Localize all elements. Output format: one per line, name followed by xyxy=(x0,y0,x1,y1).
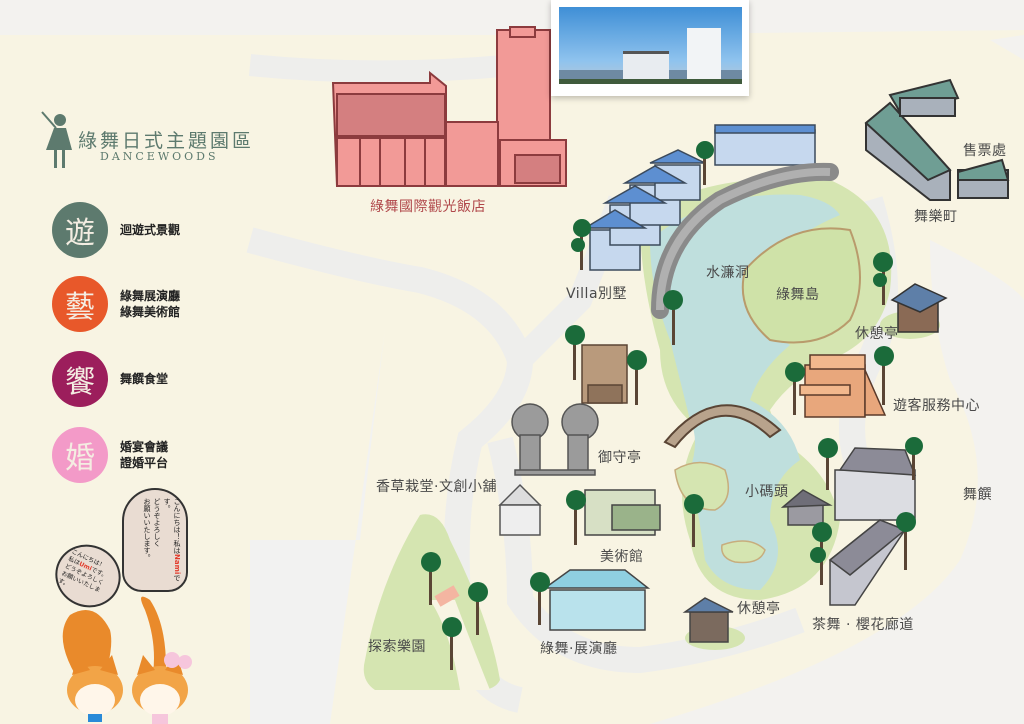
label-hotel[interactable]: 綠舞國際觀光飯店 xyxy=(370,199,486,215)
label-herb-shop[interactable]: 香草栽堂·文創小舖 xyxy=(376,479,497,495)
dining-glyph-icon: 饗 xyxy=(52,351,108,407)
art-museum-building xyxy=(584,489,661,536)
arched-bridge xyxy=(663,404,782,449)
speech-bubble-nami: こんにちは！私はNamiです。どうぞよろしくお願いいたします。 xyxy=(122,488,188,592)
label-restaurant[interactable]: 舞饌 xyxy=(963,487,992,503)
label-waterfall-cave[interactable]: 水濂洞 xyxy=(706,265,750,281)
wedding-glyph-icon: 婚 xyxy=(52,427,108,483)
rest-pavilion-2 xyxy=(682,597,734,643)
label-rest-pavilion-1[interactable]: 休憩亭 xyxy=(855,326,899,342)
visitor-center-building xyxy=(799,354,887,418)
hotel-photo-image xyxy=(559,7,742,84)
label-rest-pavilion-2[interactable]: 休憩亭 xyxy=(737,601,781,617)
park-logo-title: 綠舞日式主題園區 xyxy=(78,130,255,152)
legend-label: 迴遊式景觀 xyxy=(120,223,181,237)
label-pier[interactable]: 小碼頭 xyxy=(745,484,789,500)
label-dance-town[interactable]: 舞樂町 xyxy=(914,209,958,225)
dancer-silhouette-icon xyxy=(41,111,72,168)
label-ticket-office[interactable]: 售票處 xyxy=(963,143,1007,159)
pine-trees xyxy=(421,141,923,670)
label-villa[interactable]: Villa別墅 xyxy=(566,286,628,302)
scenery-glyph-icon: 遊 xyxy=(52,202,108,258)
label-visitor-center[interactable]: 遊客服務中心 xyxy=(893,398,980,414)
park-logo-subtitle: DANCEWOODS xyxy=(100,150,219,163)
rest-pavilion-1 xyxy=(890,283,948,333)
legend-item-scenery: 遊 迴遊式景觀 xyxy=(52,202,180,258)
pier-hut xyxy=(780,489,833,526)
legend-item-arts: 藝 綠舞展演廳綠舞美術館 xyxy=(52,276,180,332)
villa-houses xyxy=(582,124,816,271)
dance-town-building xyxy=(864,78,1010,201)
arts-glyph-icon: 藝 xyxy=(52,276,108,332)
label-island[interactable]: 綠舞島 xyxy=(776,287,820,303)
shrine-steps xyxy=(581,344,628,404)
label-shrine-pavilion[interactable]: 御守亭 xyxy=(598,450,642,466)
label-exhibition-hall[interactable]: 綠舞·展演廳 xyxy=(540,641,618,657)
legend-item-wedding: 婚 婚宴會議證婚平台 xyxy=(52,427,168,483)
legend-label: 綠舞美術館 xyxy=(120,305,181,319)
hotel-photo xyxy=(551,0,749,96)
herb-gazebo xyxy=(498,483,542,536)
legend-label: 證婚平台 xyxy=(120,456,169,470)
legend-label: 婚宴會議 xyxy=(120,440,169,454)
legend-label: 舞饌食堂 xyxy=(120,372,169,386)
tea-corridor-building xyxy=(828,519,907,606)
label-art-museum[interactable]: 美術館 xyxy=(600,549,644,565)
legend-label: 綠舞展演廳 xyxy=(120,289,181,303)
legend-item-dining: 饗 舞饌食堂 xyxy=(52,351,168,407)
exhibition-hall-building xyxy=(542,569,651,631)
hotel-building xyxy=(331,26,567,187)
restaurant-building xyxy=(834,447,917,521)
guardian-cat-statue xyxy=(511,403,599,476)
mascot-foxes xyxy=(62,596,192,724)
label-exploration-park[interactable]: 探索樂園 xyxy=(368,639,426,655)
label-tea-corridor[interactable]: 茶舞 · 櫻花廊道 xyxy=(812,617,914,633)
